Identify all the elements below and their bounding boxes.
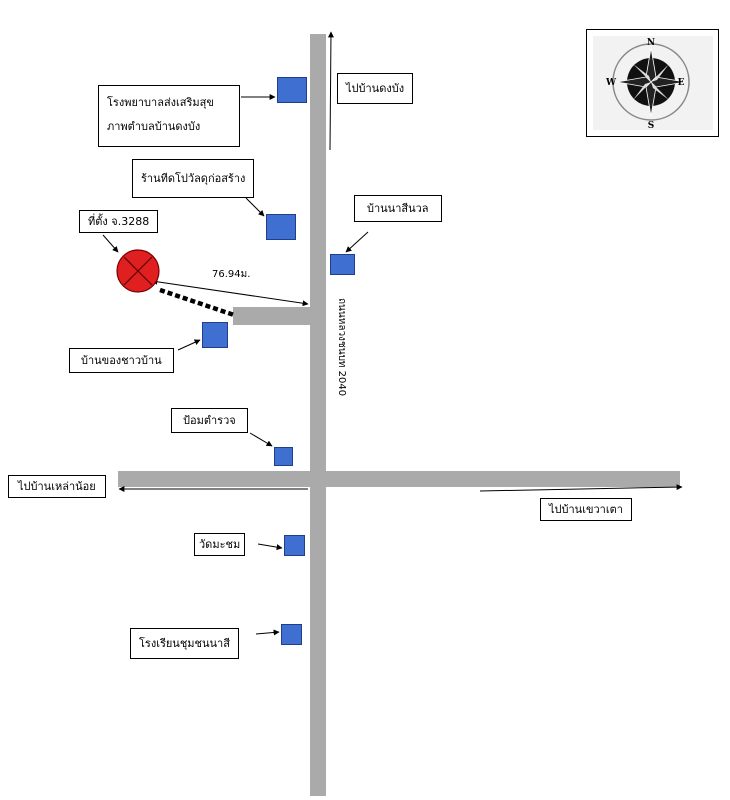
compass-s: S xyxy=(648,121,655,131)
building-hospital xyxy=(277,77,307,103)
building-villagers-house xyxy=(202,322,228,348)
to-khao-tao-arrow xyxy=(479,484,683,492)
compass-n: N xyxy=(647,38,655,48)
villagers-house-pointer-arrow xyxy=(177,339,201,351)
road-name-label: ถนนหลวงชนบท 2040 xyxy=(336,298,347,397)
direction-khao-tao-label: ไปบ้านเขวาเตา xyxy=(540,498,632,521)
direction-dong-bang-label: ไปบ้านดงบัง xyxy=(337,73,414,104)
shop-label: ร้านทีดโปวัลดุก่อสร้าง xyxy=(132,159,255,198)
direction-lao-noi-label: ไปบ้านเหล่าน้อย xyxy=(8,475,106,498)
building-village-na-sinual xyxy=(330,254,355,275)
access-path-dotted xyxy=(159,287,235,318)
villagers-house-label: บ้านของชาวบ้าน xyxy=(69,348,174,373)
building-temple xyxy=(284,535,305,556)
compass-e: E xyxy=(678,78,685,88)
site-marker-icon xyxy=(116,249,160,293)
distance-measure-arrow xyxy=(151,278,309,307)
school-label: โรงเรียนชุมชนนาสี xyxy=(130,628,239,659)
compass-rose: N S E W xyxy=(586,29,719,137)
shop-pointer-arrow xyxy=(245,197,265,217)
village-na-sinual-label: บ้านนาสีนวล xyxy=(354,195,442,222)
police-box-pointer-arrow xyxy=(249,432,273,447)
temple-label: วัดมะชม xyxy=(194,533,246,556)
to-dong-bang-arrow xyxy=(327,31,334,151)
compass-w: W xyxy=(605,78,617,88)
side-road-branch xyxy=(233,307,313,325)
school-pointer-arrow xyxy=(255,629,280,636)
hospital-label: โรงพยาบาลส่งเสริมสุขภาพตำบลบ้านดงบัง xyxy=(98,85,240,147)
site-label: ที่ตั้ง จ.3288 xyxy=(79,210,159,233)
main-road-vertical xyxy=(310,34,326,796)
building-police-box xyxy=(274,447,293,466)
building-school xyxy=(281,624,302,645)
police-box-label: ป้อมตำรวจ xyxy=(171,408,248,433)
site-pointer-arrow xyxy=(102,234,119,253)
temple-pointer-arrow xyxy=(257,543,283,551)
village-na-sinual-pointer-arrow xyxy=(345,231,369,253)
cross-road-horizontal xyxy=(118,471,680,487)
compass-rose-icon: N S E W xyxy=(593,36,713,131)
distance-label: 76.94ม. xyxy=(212,269,251,280)
building-shop xyxy=(266,214,296,240)
